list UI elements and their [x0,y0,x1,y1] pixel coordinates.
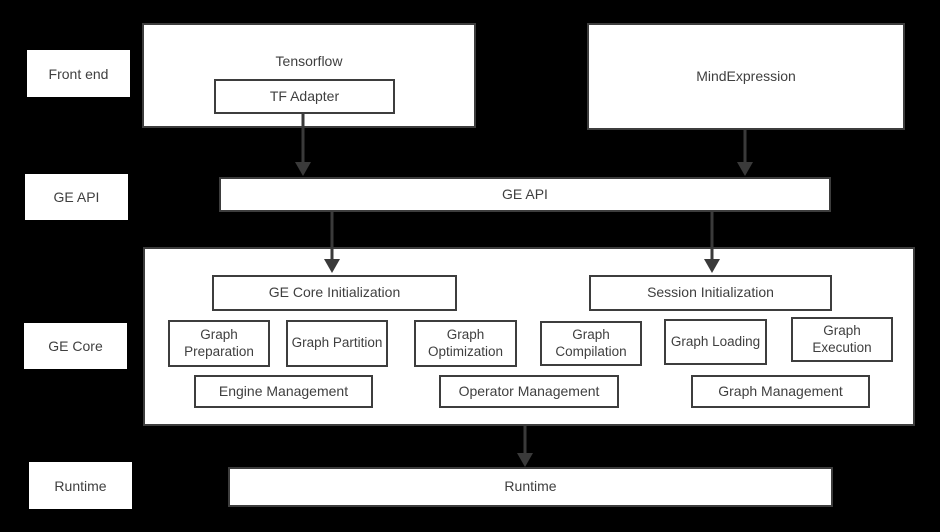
arrow-ge-api-to-ge-core-init [324,212,340,273]
tensorflow-label: Tensorflow [275,53,343,69]
tensorflow-box: Tensorflow TF Adapter [142,23,476,128]
arrow-down-icon [324,259,340,273]
graph-optimization-box: Graph Optimization [414,320,517,367]
arrow-down-icon [704,259,720,273]
ge-core-box: GE Core Initialization Session Initializ… [143,247,915,426]
graph-management-box: Graph Management [691,375,870,408]
row-label-ge-core: GE Core [24,323,127,369]
row-label-front-end: Front end [27,50,130,97]
arrow-shaft [523,426,527,455]
arrow-shaft [330,212,334,261]
arrow-tf-adapter-to-ge-api [295,114,311,176]
graph-partition-box: Graph Partition [286,320,388,367]
ge-core-initialization-box: GE Core Initialization [212,275,457,311]
row-label-ge-api: GE API [25,174,128,220]
tf-adapter-box: TF Adapter [214,79,395,114]
runtime-bar: Runtime [228,467,833,507]
session-initialization-box: Session Initialization [589,275,832,311]
arrow-mindexpression-to-ge-api [737,130,753,176]
arrow-down-icon [737,162,753,176]
row-label-runtime: Runtime [29,462,132,509]
operator-management-box: Operator Management [439,375,619,408]
arrow-ge-api-to-session-init [704,212,720,273]
mindexpression-box: MindExpression [587,23,905,130]
graph-preparation-box: Graph Preparation [168,320,270,367]
arrow-down-icon [295,162,311,176]
arrow-down-icon [517,453,533,467]
arrow-ge-core-to-runtime [517,426,533,467]
ge-api-bar: GE API [219,177,831,212]
graph-execution-box: Graph Execution [791,317,893,362]
graph-loading-box: Graph Loading [664,319,767,365]
graph-compilation-box: Graph Compilation [540,321,642,366]
engine-management-box: Engine Management [194,375,373,408]
arrow-shaft [743,130,747,164]
arrow-shaft [710,212,714,261]
arrow-shaft [301,114,305,164]
